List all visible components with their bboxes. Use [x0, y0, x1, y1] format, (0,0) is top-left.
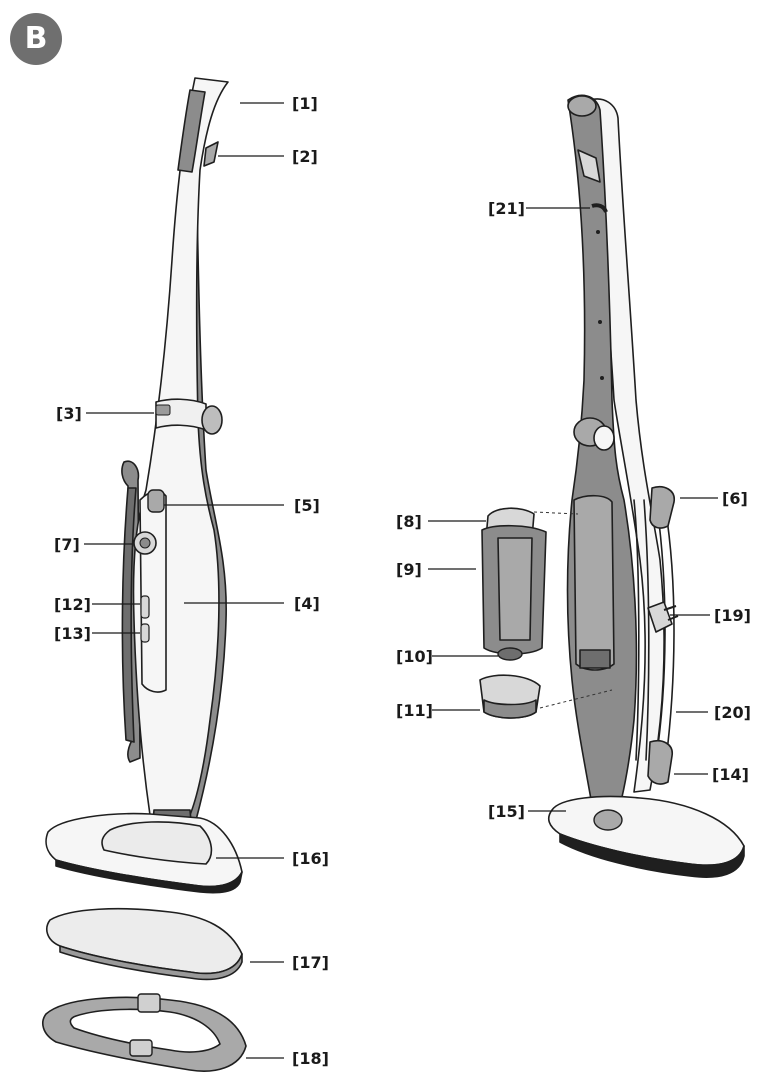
assembly-line-bottom — [539, 689, 613, 709]
callout-3: [3] — [56, 404, 82, 423]
figure-badge-letter: B — [24, 21, 48, 56]
callout-17: [17] — [292, 953, 329, 972]
callout-15: [15] — [488, 802, 525, 821]
callout-7: [7] — [54, 535, 80, 554]
plug-pin-1 — [663, 605, 677, 611]
rear-floor-head-base — [559, 833, 745, 878]
wound-power-cord — [633, 499, 675, 761]
callout-12: [12] — [54, 595, 91, 614]
rear-joint-cap — [593, 425, 615, 451]
callout-21: [21] — [488, 199, 525, 218]
tank-bay-latch — [579, 649, 611, 669]
callout-6: [6] — [722, 489, 748, 508]
upper-cord-wrap-hook — [649, 486, 675, 529]
leader-lines — [84, 102, 718, 1059]
lower-cord-wrap-hook — [647, 740, 673, 785]
assembly-line-top — [533, 511, 579, 515]
rear-screw-3 — [600, 376, 604, 380]
front-joint-knob — [201, 405, 223, 435]
steam-pad-edge — [59, 945, 243, 981]
callout-20: [20] — [714, 703, 751, 722]
tank-valve-cap — [497, 647, 523, 661]
callout-labels: [1] [2] [3] [4] [5] [6] [7] [8] [9] [10]… — [54, 94, 751, 1068]
front-view-mop — [42, 77, 247, 1072]
upper-cord-hook — [591, 203, 608, 213]
indicator-light-13 — [140, 623, 150, 643]
steam-pad — [46, 907, 243, 975]
steam-trigger — [203, 141, 219, 167]
callout-18: [18] — [292, 1049, 329, 1068]
water-tank-bay — [573, 494, 615, 671]
exploded-water-tank — [479, 507, 613, 719]
callout-2: [2] — [292, 147, 318, 166]
release-button — [155, 404, 171, 416]
water-tank-window — [497, 537, 533, 641]
rear-screw-1 — [596, 230, 600, 234]
steam-dial-center — [139, 537, 151, 549]
callout-8: [8] — [396, 512, 422, 531]
floor-head-top — [101, 821, 213, 865]
floor-head-base — [55, 859, 243, 894]
plug-pin-2 — [667, 615, 679, 621]
callout-4: [4] — [294, 594, 320, 613]
control-panel — [139, 490, 167, 693]
filter-cartridge-base — [483, 699, 537, 719]
callout-11: [11] — [396, 701, 433, 720]
callout-14: [14] — [712, 765, 749, 784]
rear-view-mop — [547, 94, 745, 878]
callout-19: [19] — [714, 606, 751, 625]
callout-16: [16] — [292, 849, 329, 868]
glider-clip-rear — [137, 993, 161, 1013]
callout-5: [5] — [294, 496, 320, 515]
rear-floor-head — [547, 795, 745, 866]
figure-badge: B — [10, 13, 62, 65]
callout-13: [13] — [54, 624, 91, 643]
rear-handle-cap — [567, 95, 597, 117]
power-button — [147, 489, 165, 513]
rear-screw-2 — [598, 320, 602, 324]
indicator-light-12 — [140, 595, 150, 619]
rear-trigger — [577, 149, 601, 183]
handle-grip-insert — [177, 89, 206, 173]
glider-clip-front — [129, 1039, 153, 1057]
callout-1: [1] — [292, 94, 318, 113]
callout-10: [10] — [396, 647, 433, 666]
left-cord-bundle — [121, 487, 137, 743]
callout-9: [9] — [396, 560, 422, 579]
rear-head-swivel — [593, 809, 623, 831]
